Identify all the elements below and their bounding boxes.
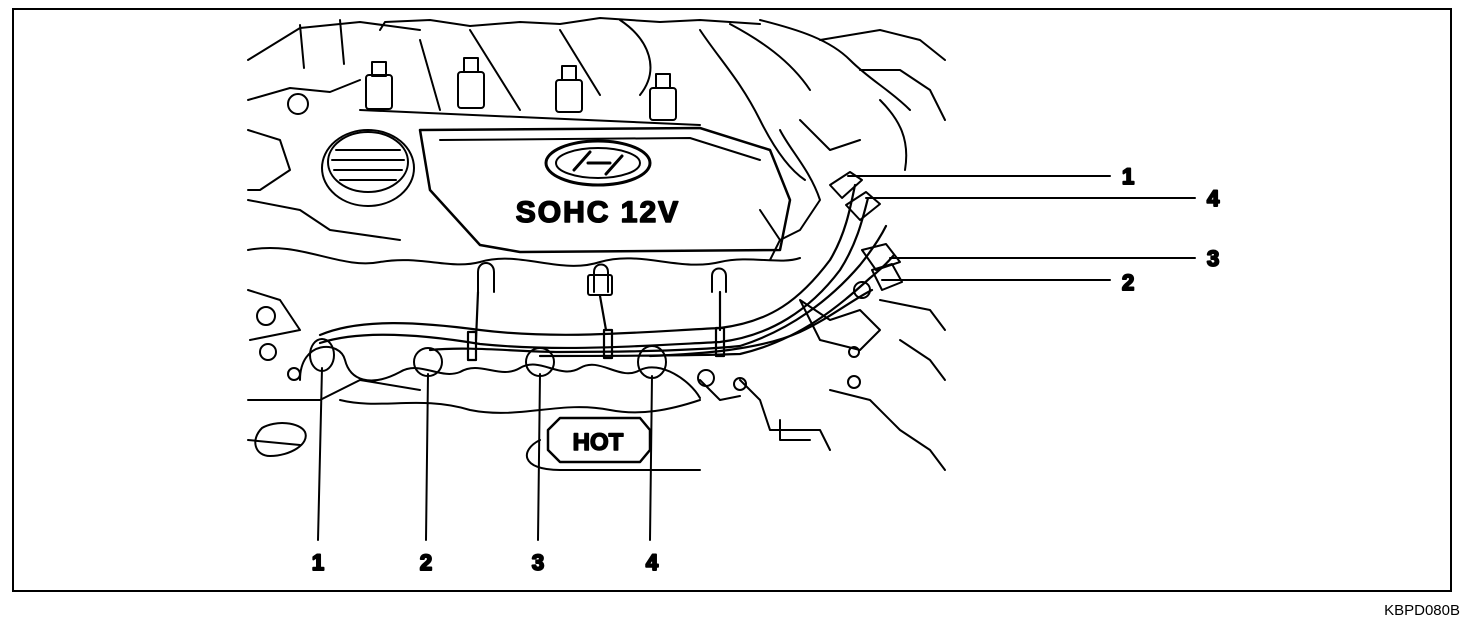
hot-label-plate [525, 416, 701, 471]
callout-right-3: 3 [1207, 246, 1219, 271]
ignition-wire-harness [318, 183, 896, 362]
callout-right-2: 2 [1122, 270, 1134, 295]
callout-bottom-2: 2 [420, 550, 432, 575]
callout-bottom-1: 1 [312, 550, 324, 575]
fuel-injectors [359, 57, 701, 126]
callout-bottom-4: 4 [646, 550, 659, 575]
figure-code: KBPD080B [1384, 602, 1460, 619]
callout-right-1: 1 [1122, 164, 1134, 189]
hot-label: HOT [573, 429, 624, 456]
callout-right-4: 4 [1207, 186, 1220, 211]
figure-frame [12, 8, 1452, 592]
cylinder-head [247, 246, 801, 457]
spark-plug-boots [477, 262, 727, 296]
leader-lines-right [847, 175, 1196, 281]
oil-filler-cap [287, 93, 415, 207]
engine-bay-background [247, 17, 946, 241]
leader-lines-bottom [317, 367, 653, 541]
engine-cover [418, 126, 792, 254]
distributor-connectors [697, 129, 946, 471]
callout-bottom-3: 3 [532, 550, 544, 575]
cover-text: SOHC 12V [516, 196, 680, 229]
